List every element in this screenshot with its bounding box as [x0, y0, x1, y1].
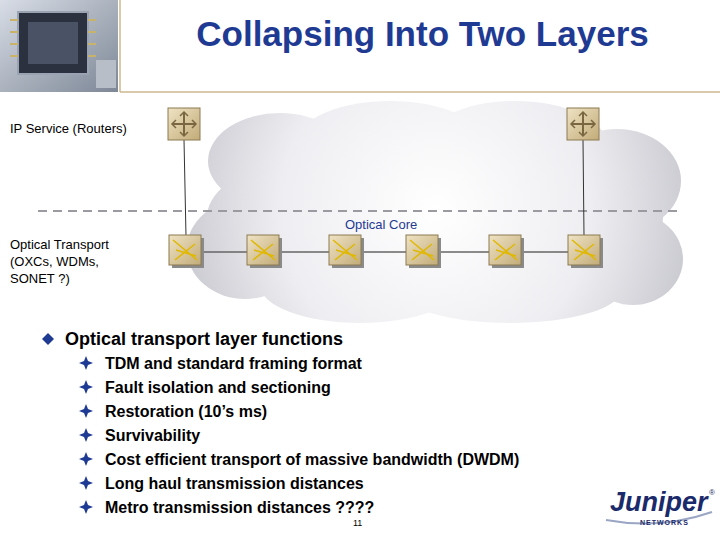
bullet-item: Restoration (10’s ms) — [105, 402, 267, 421]
main-bullet — [42, 333, 54, 345]
title-holder: Collapsing Into Two Layers — [125, 14, 720, 54]
region-label: Optical Core — [345, 217, 417, 232]
label-holder: Optical Transport (OXCs, WDMs, SONET ?) — [10, 237, 128, 288]
router-link — [184, 140, 186, 236]
label-holder: Restoration (10’s ms) — [105, 402, 267, 421]
frame-line — [119, 0, 121, 92]
slide-title: Collapsing Into Two Layers — [196, 14, 648, 54]
chip-photo — [0, 0, 118, 92]
router-icon — [168, 108, 200, 140]
label-holder: IP Service (Routers) — [10, 121, 127, 137]
bullet-item: Metro transmission distances ???? — [105, 498, 374, 517]
cloud-shape — [185, 99, 685, 324]
label-holder: TDM and standard framing format — [105, 354, 362, 373]
page-number: 11 — [353, 518, 362, 529]
layer-label: Optical Transport (OXCs, WDMs, SONET ?) — [10, 237, 128, 288]
bullet-item: TDM and standard framing format — [105, 354, 362, 373]
optical-core-cloud: Optical Core — [185, 99, 685, 324]
label-holder: 11 — [353, 518, 362, 529]
bullet-item: Long haul transmission distances — [105, 474, 364, 493]
label-holder: Survivability — [105, 426, 200, 445]
label-holder: Optical transport layer functions — [65, 329, 343, 351]
label-holder: Metro transmission distances ???? — [105, 498, 374, 517]
bullet-item: Fault isolation and sectioning — [105, 378, 331, 397]
label-holder: Fault isolation and sectioning — [105, 378, 331, 397]
label-holder: NETWORKS — [640, 519, 689, 527]
bullet-heading: Optical transport layer functions — [65, 329, 343, 351]
frame-line — [120, 91, 720, 93]
layer-label: IP Service (Routers) — [10, 121, 127, 137]
label-holder: Juniper — [610, 486, 708, 518]
label-holder: ® — [709, 488, 715, 498]
logo-text: Juniper — [610, 486, 708, 518]
label-holder: Long haul transmission distances — [105, 474, 364, 493]
logo-mark: ® — [709, 488, 715, 498]
sub-bullets — [79, 356, 93, 514]
logo-subtext: NETWORKS — [640, 519, 689, 527]
bullet-item: Cost efficient transport of massive band… — [105, 450, 519, 469]
bullet-item: Survivability — [105, 426, 200, 445]
label-holder: Cost efficient transport of massive band… — [105, 450, 519, 469]
